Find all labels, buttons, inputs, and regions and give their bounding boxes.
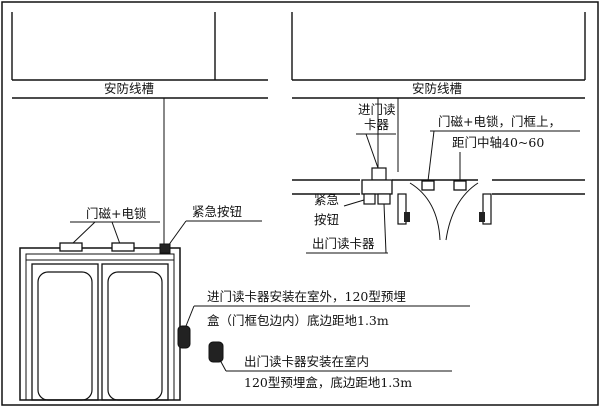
left-magnet-leader [71, 221, 96, 245]
door-leaf-left [31, 263, 99, 401]
entry-reader-note-line2: 盒（门框包边内）底边距地1.3m [207, 313, 389, 328]
plan-magnet-leader [427, 130, 435, 182]
plan-entry-card-reader [371, 167, 387, 181]
plan-door-stop-right [479, 212, 485, 222]
double-door-inner-frame [25, 253, 175, 401]
exit-reader-note-line1: 出门读卡器安装在室内 [244, 354, 369, 369]
exit-card-reader [208, 341, 224, 363]
entry-reader-note-line1: 进门读卡器安装在室外，120型预埋 [207, 289, 406, 304]
entry-note-leader [185, 305, 195, 327]
emergency-button-box [159, 243, 171, 254]
exit-reader-note-line2: 120型预埋盒，底边距地1.3m [244, 375, 412, 390]
entry-card-reader [177, 325, 191, 349]
plan-emergency-button [363, 193, 376, 205]
plan-emergency-leader [343, 199, 365, 207]
plan-door-magnet-unit [421, 180, 435, 191]
door-magnet-unit [111, 242, 135, 252]
plan-exit-card-reader [377, 193, 391, 205]
double-door-frame [19, 247, 181, 401]
plan-emergency-label-line1: 紧急 [314, 192, 339, 207]
plan-door-magnet-unit [453, 180, 467, 191]
left-emergency-button-label: 紧急按钮 [192, 204, 242, 219]
plan-exit-reader-label: 出门读卡器 [312, 236, 375, 251]
door-leaf-right [101, 263, 169, 401]
plan-reader-box [361, 179, 393, 195]
right-trough-label: 安防线槽 [412, 81, 462, 96]
door-magnet-unit [59, 242, 83, 252]
door-swing-right [445, 182, 479, 241]
plan-magnet-label-line1: 门磁+电锁，门框上， [438, 114, 561, 129]
door-leaf-left-panel [37, 271, 93, 401]
plan-door-jamb-right [482, 193, 492, 225]
door-leaf-right-panel [107, 271, 163, 401]
plan-magnet-label-line2: 距门中轴40~60 [452, 135, 544, 150]
left-elevation-view: 安防线槽 门磁+电锁 紧急按钮 进门读卡器安装在室外，120 [11, 12, 470, 401]
plan-emergency-label-line2: 按钮 [314, 212, 339, 227]
plan-exit-reader-leader [383, 203, 387, 254]
plan-door-stop-left [404, 212, 410, 222]
plan-entry-reader-label-line1: 进门读 [358, 102, 396, 117]
plan-entry-reader-leader [365, 133, 379, 169]
right-plan-view: 安防线槽 进门读 卡器 门磁+电锁，门框上， 距门中 [291, 12, 586, 254]
plan-entry-reader-label-line2: 卡器 [364, 117, 390, 132]
plan-door-jamb-left [397, 193, 407, 225]
left-magnet-leader [111, 221, 121, 245]
door-swing-left [409, 182, 441, 241]
left-door-magnet-label: 门磁+电锁 [86, 206, 147, 221]
left-emergency-leader [167, 220, 187, 247]
left-trough-label: 安防线槽 [104, 81, 154, 96]
exit-note-leader [219, 359, 227, 372]
